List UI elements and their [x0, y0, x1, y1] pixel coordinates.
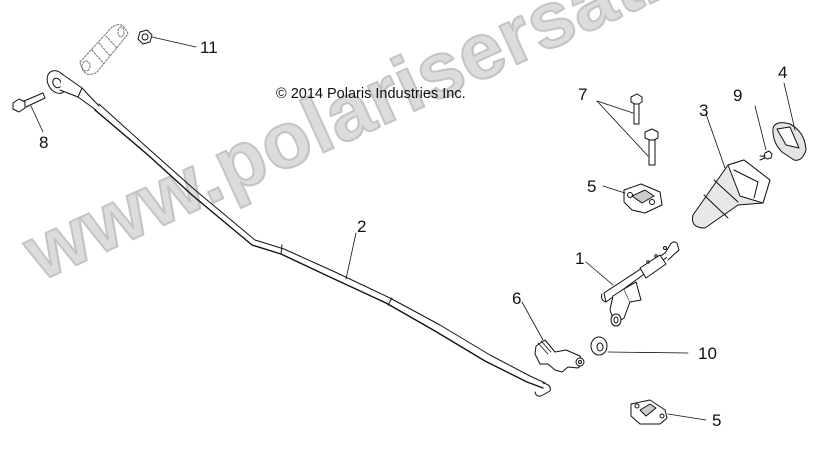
callout-1: 1: [575, 249, 585, 268]
callout-6: 6: [512, 289, 522, 308]
callout-10: 10: [698, 344, 717, 363]
mount-block-part-5-upper[interactable]: [602, 183, 663, 214]
callout-8: 8: [39, 133, 49, 152]
callout-4: 4: [778, 63, 788, 82]
washer-part-10[interactable]: [590, 336, 689, 356]
bolt-part-8[interactable]: [12, 92, 46, 133]
nut-part-11[interactable]: [137, 29, 197, 48]
callout-5-lower: 5: [712, 411, 722, 430]
callout-7: 7: [578, 85, 588, 104]
callout-3: 3: [699, 101, 709, 120]
shift-lever-part-1[interactable]: [585, 241, 680, 327]
bolts-part-7[interactable]: [596, 93, 659, 166]
callout-9: 9: [733, 86, 743, 105]
clip-part-6[interactable]: [521, 301, 585, 373]
callout-11: 11: [200, 38, 218, 57]
copyright-notice: © 2014 Polaris Industries Inc.: [276, 86, 466, 102]
knob-boot-part-3[interactable]: [692, 113, 771, 229]
shift-rod-part-2[interactable]: [43, 67, 551, 397]
isolator-part: [79, 24, 129, 75]
set-screw-part-9[interactable]: [754, 105, 773, 161]
callout-5-upper: 5: [587, 177, 597, 196]
mount-block-part-5-lower[interactable]: [630, 399, 707, 425]
knob-cap-part-4[interactable]: [772, 82, 807, 161]
callout-2: 2: [357, 217, 367, 236]
